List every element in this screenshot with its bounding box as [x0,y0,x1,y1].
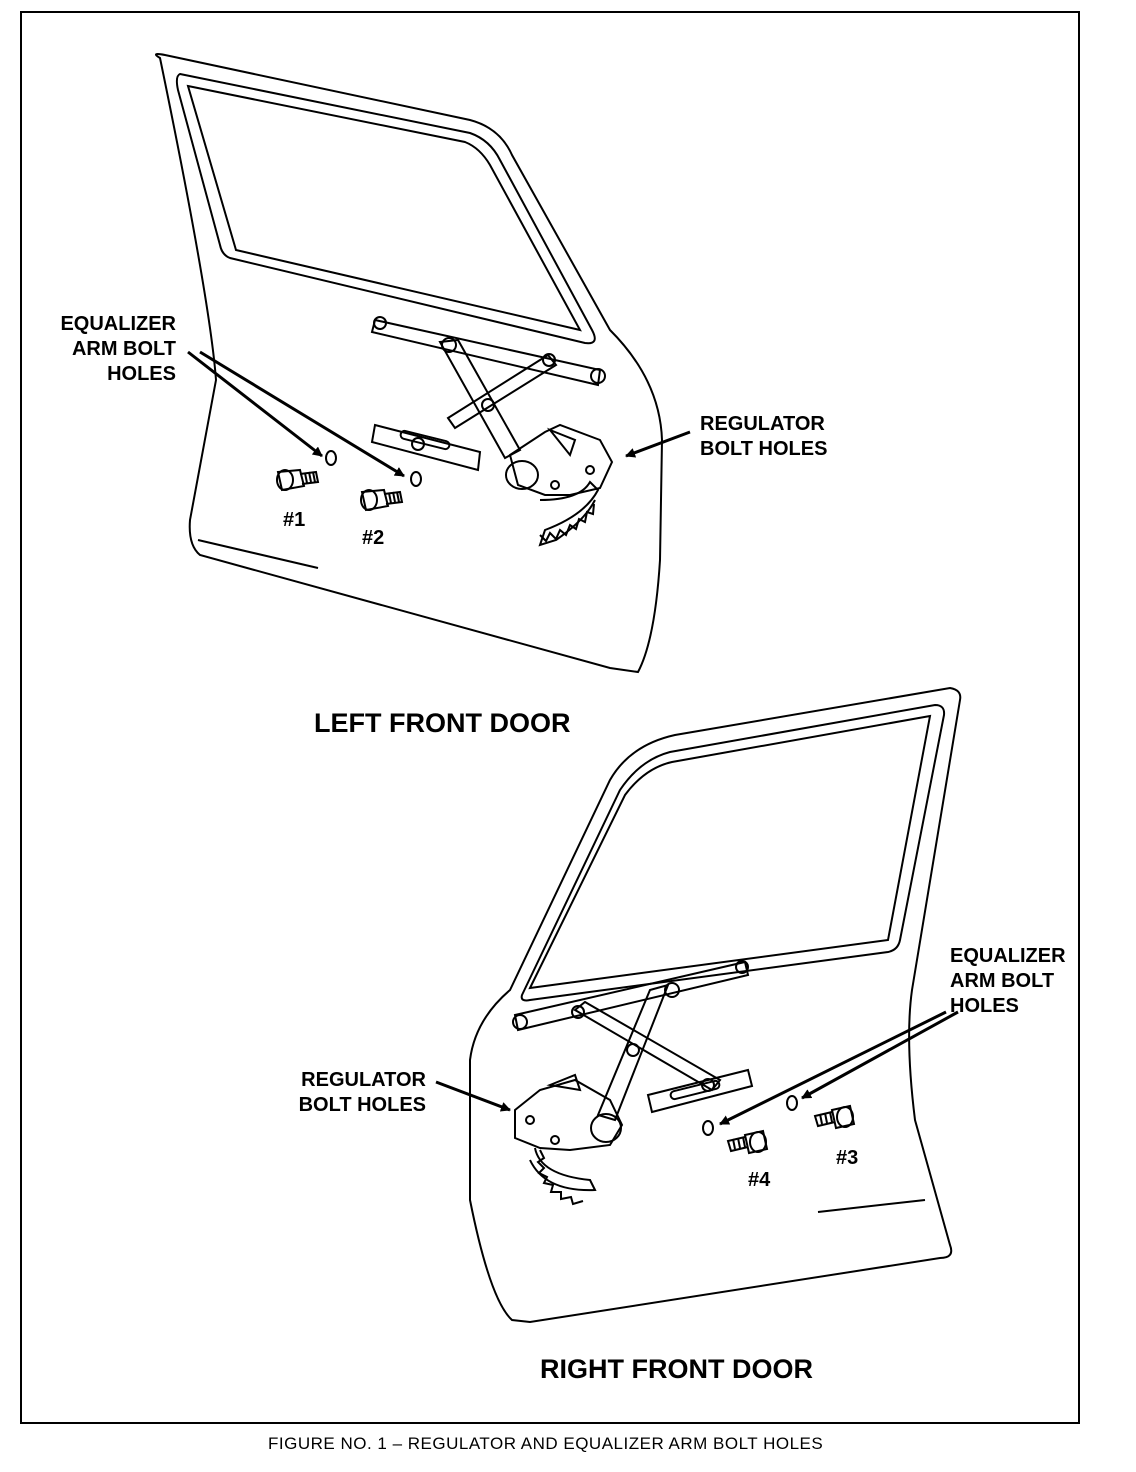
right-door-drawing [469,686,962,1324]
left-door-title: LEFT FRONT DOOR [314,708,571,738]
right-regulator-plate [514,1078,624,1152]
right-regulator-label: REGULATOR BOLT HOLES [298,1069,426,1116]
right-equalizer-hole-1 [702,1120,714,1136]
right-bolt-4-label: #4 [748,1169,771,1191]
left-door-drawing [155,53,664,674]
figure-frame [20,11,1080,1424]
right-bolt-3-drawing [813,1104,856,1130]
left-equalizer-label: EQUALIZER ARM BOLT HOLES [60,313,176,385]
left-regulator-label: REGULATOR BOLT HOLES [700,413,828,460]
right-equalizer-hole-2 [786,1095,798,1111]
left-window [175,72,596,345]
left-bolt-2-drawing [360,488,404,512]
left-regulator-plate [508,423,614,496]
right-bolt-3-label: #3 [836,1147,859,1169]
left-bolt-1-drawing [276,468,320,492]
right-gear-sector [529,1147,597,1192]
right-window [520,703,946,1002]
right-leader-arrows [435,1010,959,1126]
right-bolt-4-drawing [726,1129,769,1155]
left-bolt-1-label: #1 [283,509,306,531]
left-leader-arrows [187,350,691,478]
right-equalizer-label: EQUALIZER ARM BOLT HOLES [950,945,1066,1017]
left-bolt-2-label: #2 [362,527,385,549]
right-door-title: RIGHT FRONT DOOR [540,1354,813,1384]
figure-caption: FIGURE NO. 1 – REGULATOR AND EQUALIZER A… [268,1434,824,1453]
left-equalizer-hole-1 [325,450,337,466]
right-door-outline [469,686,962,1324]
left-equalizer-hole-2 [410,471,422,487]
left-door-outline [155,53,664,674]
